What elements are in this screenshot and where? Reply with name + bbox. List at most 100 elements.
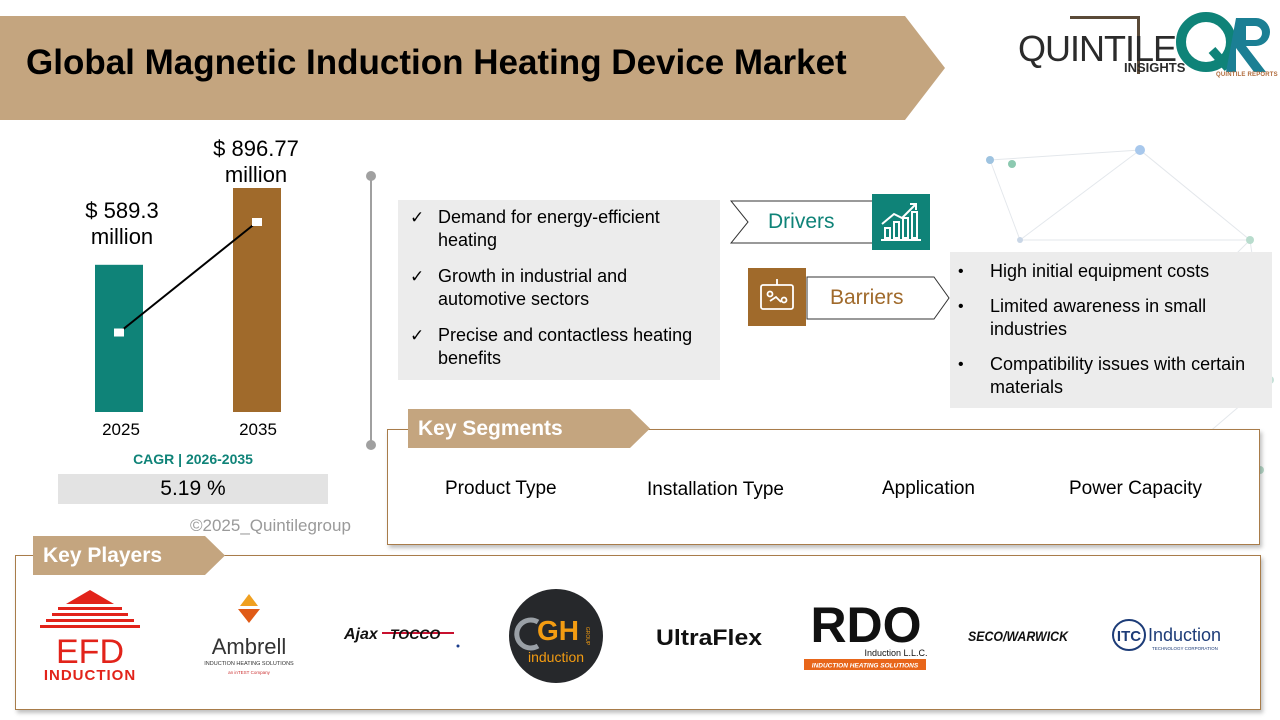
title-banner-shape — [0, 16, 945, 120]
divider-dot-top — [366, 171, 376, 181]
key-players-box — [15, 555, 1261, 710]
seco-text: SECO/WARWICK — [968, 628, 1069, 644]
gh-induction-mark: GH induction GROUP — [509, 589, 603, 683]
itc-induction-text: Induction — [1148, 625, 1221, 645]
chart-plot — [95, 188, 281, 412]
efd-text: EFD — [56, 633, 124, 671]
market-bar-2025 — [95, 264, 143, 412]
cagr-value: 5.19 % — [58, 474, 328, 504]
ajax-tocco-mark: Ajax TOCCO — [343, 626, 460, 648]
efd-sub: INDUCTION — [44, 667, 136, 684]
ajax-text: Ajax — [343, 626, 379, 643]
key-players-tab-shape — [33, 536, 225, 575]
gh-induction-logo: GH induction GROUP — [508, 588, 604, 684]
growth-chart-icon — [872, 194, 930, 250]
ultraflex-text: UltraFlex — [656, 625, 763, 650]
rdo-text: RDO — [810, 598, 921, 653]
logo-subword: INSIGHTS — [1124, 60, 1186, 75]
drivers-list: ✓ Demand for energy-efficient heating ✓ … — [398, 200, 720, 380]
barriers-tag: Barriers — [806, 276, 951, 320]
ambrell-text: Ambrell — [212, 634, 287, 659]
logo-word: QUINTILE — [1018, 28, 1177, 69]
quintile-reports-logo: QUINTILE REPORTS — [1176, 10, 1280, 82]
cagr-title: CAGR | 2026-2035 — [133, 451, 253, 467]
bullet-icon: • — [958, 356, 964, 373]
driver-text: Precise and contactless heating benefits — [438, 325, 693, 368]
quintile-insights-logo: QUINTILE INSIGHTS — [1018, 16, 1185, 80]
ultraflex-logo: UltraFlex — [654, 620, 768, 654]
barrier-item: • High initial equipment costs — [958, 260, 1266, 283]
barrier-text: Compatibility issues with certain materi… — [990, 354, 1246, 397]
barriers-label: Barriers — [830, 286, 904, 309]
drivers-tag-shape — [729, 200, 879, 244]
ambrell-sub: INDUCTION HEATING SOLUTIONS — [204, 661, 294, 667]
check-icon: ✓ — [410, 208, 425, 227]
drivers-tag: Drivers — [729, 200, 880, 244]
bar-value-label-2035: $ 896.77 million — [213, 136, 299, 187]
itc-induction-logo: ITC Induction TECHNOLOGY CORPORATION — [1112, 616, 1232, 656]
key-segments-box — [387, 429, 1260, 545]
itc-mark: ITC Induction TECHNOLOGY CORPORATION — [1112, 619, 1221, 651]
driver-text: Demand for energy-efficient heating — [438, 207, 660, 250]
key-segments-tab-shape — [408, 409, 650, 448]
copyright-text: ©2025_Quintilegroup — [190, 516, 351, 535]
driver-item: ✓ Demand for energy-efficient heating — [410, 206, 710, 252]
growth-trend-line — [118, 221, 258, 334]
title-banner: Global Magnetic Induction Heating Device… — [0, 16, 945, 120]
gh-group: GROUP — [584, 627, 590, 646]
segment-item-application: Application — [882, 478, 975, 499]
ambrell-sub2: an inTEST Company — [228, 670, 270, 675]
check-icon: ✓ — [410, 326, 425, 345]
page-title: Global Magnetic Induction Heating Device… — [26, 43, 847, 82]
rdo-induction-logo: RDO Induction L.L.C. INDUCTION HEATING S… — [804, 597, 928, 672]
segment-item-product-type: Product Type — [445, 478, 557, 499]
bar-value-label-2025: $ 589.3 million — [85, 198, 159, 249]
vertical-divider — [370, 176, 372, 446]
driver-item: ✓ Precise and contactless heating benefi… — [410, 324, 710, 370]
key-segments-label: Key Segments — [418, 417, 563, 440]
seco-warwick-mark: SECO/WARWICK — [968, 628, 1069, 644]
bullet-icon: • — [958, 263, 964, 280]
itc-sub: TECHNOLOGY CORPORATION — [1152, 646, 1218, 651]
barrier-item: • Limited awareness in small industries — [958, 295, 1266, 341]
qr-logo-mark — [1176, 12, 1270, 72]
barriers-tag-shape — [806, 276, 950, 320]
gh-sub: induction — [528, 649, 584, 665]
tocco-text: TOCCO — [390, 626, 440, 642]
key-segments-tab: Key Segments — [408, 409, 650, 448]
barrier-text: Limited awareness in small industries — [990, 296, 1207, 339]
ambrell-logo: Ambrell INDUCTION HEATING SOLUTIONS an i… — [200, 592, 298, 680]
rdo-sub: Induction L.L.C. — [864, 648, 927, 658]
driver-item: ✓ Growth in industrial and automotive se… — [410, 265, 710, 311]
check-icon: ✓ — [410, 267, 425, 286]
logo-frame — [1070, 16, 1140, 74]
seco-warwick-logo: SECO/WARWICK — [966, 624, 1070, 648]
trend-marker-2025 — [114, 328, 124, 337]
ambrell-mark: Ambrell INDUCTION HEATING SOLUTIONS an i… — [204, 594, 294, 675]
driver-text: Growth in industrial and automotive sect… — [438, 266, 628, 309]
barrier-board-icon-svg — [760, 279, 794, 310]
bullet-icon: • — [958, 298, 964, 315]
barrier-text: High initial equipment costs — [990, 261, 1210, 281]
barrier-item: • Compatibility issues with certain mate… — [958, 353, 1266, 399]
key-players-label: Key Players — [43, 544, 163, 567]
growth-chart-icon-svg — [881, 203, 921, 241]
itc-text: ITC — [1117, 628, 1141, 645]
barrier-board-icon — [748, 268, 806, 326]
drivers-label: Drivers — [768, 210, 835, 233]
ajax-tocco-logo: Ajax TOCCO — [342, 620, 464, 650]
trend-marker-2035 — [252, 218, 262, 226]
efd-induction-logo: EFD INDUCTION — [34, 588, 146, 684]
efd-roof-mark: EFD INDUCTION — [40, 590, 140, 684]
ultraflex-mark: UltraFlex — [656, 625, 763, 650]
category-label-2025: 2025 — [102, 420, 140, 439]
gh-text: GH — [537, 615, 579, 646]
segment-item-installation-type: Installation Type — [647, 479, 784, 500]
key-players-tab: Key Players — [33, 536, 225, 575]
qr-logo-subtext: QUINTILE REPORTS — [1216, 72, 1278, 78]
divider-dot-bottom — [366, 440, 376, 450]
segment-item-power-capacity: Power Capacity — [1069, 478, 1203, 499]
rdo-mark: RDO Induction L.L.C. INDUCTION HEATING S… — [804, 597, 928, 670]
market-size-chart: $ 589.3 million $ 896.77 million 2025 20… — [60, 130, 340, 450]
rdo-banner: INDUCTION HEATING SOLUTIONS — [812, 663, 919, 670]
